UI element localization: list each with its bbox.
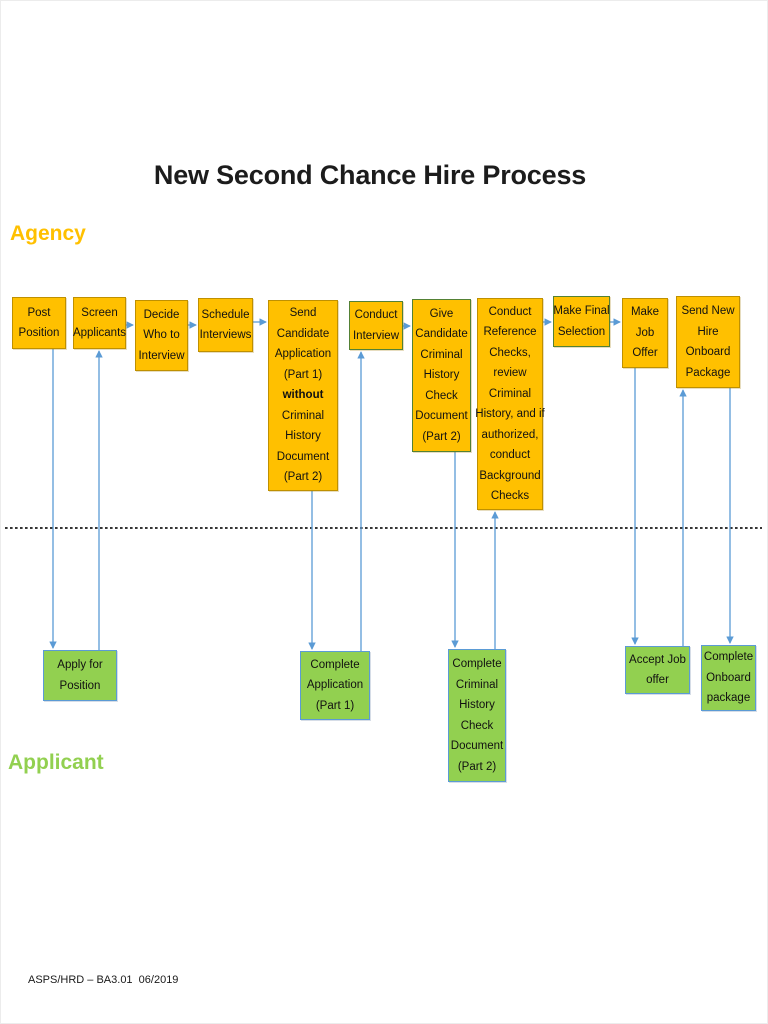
flow-node-text-line: Apply for — [57, 659, 103, 671]
agency-lane-label: Agency — [10, 222, 86, 245]
flow-node-text-line: Check — [460, 719, 494, 732]
flow-node-accept-job-offer: Accept Job offer — [625, 646, 690, 694]
flow-node-text-line: Schedule — [201, 308, 250, 321]
flow-node-text-line: Decide — [143, 308, 180, 321]
flow-node-text-line: Applicants — [72, 327, 127, 339]
flow-node-text-line: Offer — [632, 347, 658, 360]
flow-node-text-line: Criminal — [488, 387, 532, 400]
flow-node-text-line: Send — [289, 307, 317, 320]
flow-node-text-line: Interview — [138, 349, 185, 362]
flow-node-text-line: Document — [450, 740, 504, 752]
flow-node-text-line: Check — [425, 389, 458, 402]
flow-node-text-line: (Part 2) — [283, 471, 323, 484]
flow-node-text-line: Conduct — [354, 309, 398, 321]
flow-node-text-line: Onboard — [685, 346, 731, 358]
flow-node-text-line: Application — [274, 348, 332, 361]
flow-node-text-line: Complete — [703, 651, 754, 664]
flow-node-text-line: Send New — [681, 305, 735, 317]
page-title: New Second Chance Hire Process — [153, 160, 587, 191]
flow-node-text-line: Position — [18, 327, 60, 339]
flow-node-text-line: History — [459, 699, 495, 711]
flow-node-text-line: History — [423, 369, 460, 382]
flow-node-text-line: Document — [276, 450, 330, 463]
flow-node-text-line: conduct — [489, 449, 531, 461]
flow-node-text-line: package — [706, 692, 751, 705]
flow-node-text-line: Criminal — [281, 409, 325, 422]
flow-node-text-line: review — [493, 367, 527, 379]
flow-node-text-line: Interview — [352, 329, 400, 342]
flow-node-text-line: Conduct — [488, 305, 532, 318]
flow-node-text-line: Make — [630, 306, 660, 319]
flow-node-text-line: Package — [685, 366, 731, 379]
flow-node-text-line: Background — [479, 469, 541, 482]
document-footer-reference: ASPS/HRD – BA3.01 06/2019 — [28, 974, 179, 986]
flow-node-text-line: Accept Job — [629, 653, 686, 666]
flow-node-text-line: Checks, — [489, 346, 531, 359]
flow-node-text-line: (Part 1) — [283, 368, 323, 381]
flow-node-text-line: Checks — [490, 490, 530, 502]
flow-node-text-line: (Part 2) — [422, 430, 461, 443]
flow-node-text-line: Interviews — [199, 329, 252, 341]
flow-node-text-line: Onboard — [706, 671, 751, 684]
flow-node-text-line: Make Final — [553, 305, 610, 317]
flow-node-text-line: Application — [306, 679, 364, 692]
flow-node-text-line: Complete — [310, 658, 360, 671]
flow-node-text-line: History, and if — [475, 408, 545, 420]
flow-node-text-line: Post — [27, 306, 51, 319]
flow-node-text-line: Selection — [557, 325, 606, 338]
flow-node-text-line: Job — [635, 326, 655, 339]
flow-node-text-line: Complete — [452, 658, 502, 670]
flow-node-text-line: Give — [429, 307, 454, 320]
flow-node-text-line: History — [285, 430, 321, 443]
flow-node-text-line: Hire — [697, 325, 719, 338]
flow-node-text-line: authorized, — [481, 428, 539, 441]
flow-node-text-line: Who to — [143, 329, 180, 342]
flow-node-text-line: (Part 1) — [315, 699, 355, 712]
flow-node-text-line: Candidate — [276, 327, 330, 340]
flow-node-text-line: Position — [59, 679, 101, 692]
flow-node-text-line: Screen — [81, 306, 118, 319]
flow-node-text-line: Document — [415, 410, 468, 423]
applicant-lane-label: Applicant — [8, 751, 104, 774]
flow-node-text-line: without — [282, 389, 324, 402]
flow-node-text-line: Criminal — [455, 678, 499, 691]
flow-node-text-line: (Part 2) — [457, 760, 497, 773]
flow-node-text-line: offer — [646, 674, 669, 686]
flow-node-text-line: Candidate — [415, 328, 468, 341]
flow-node-text-line: Reference — [483, 326, 537, 338]
flow-node-text-line: Criminal — [420, 348, 463, 361]
